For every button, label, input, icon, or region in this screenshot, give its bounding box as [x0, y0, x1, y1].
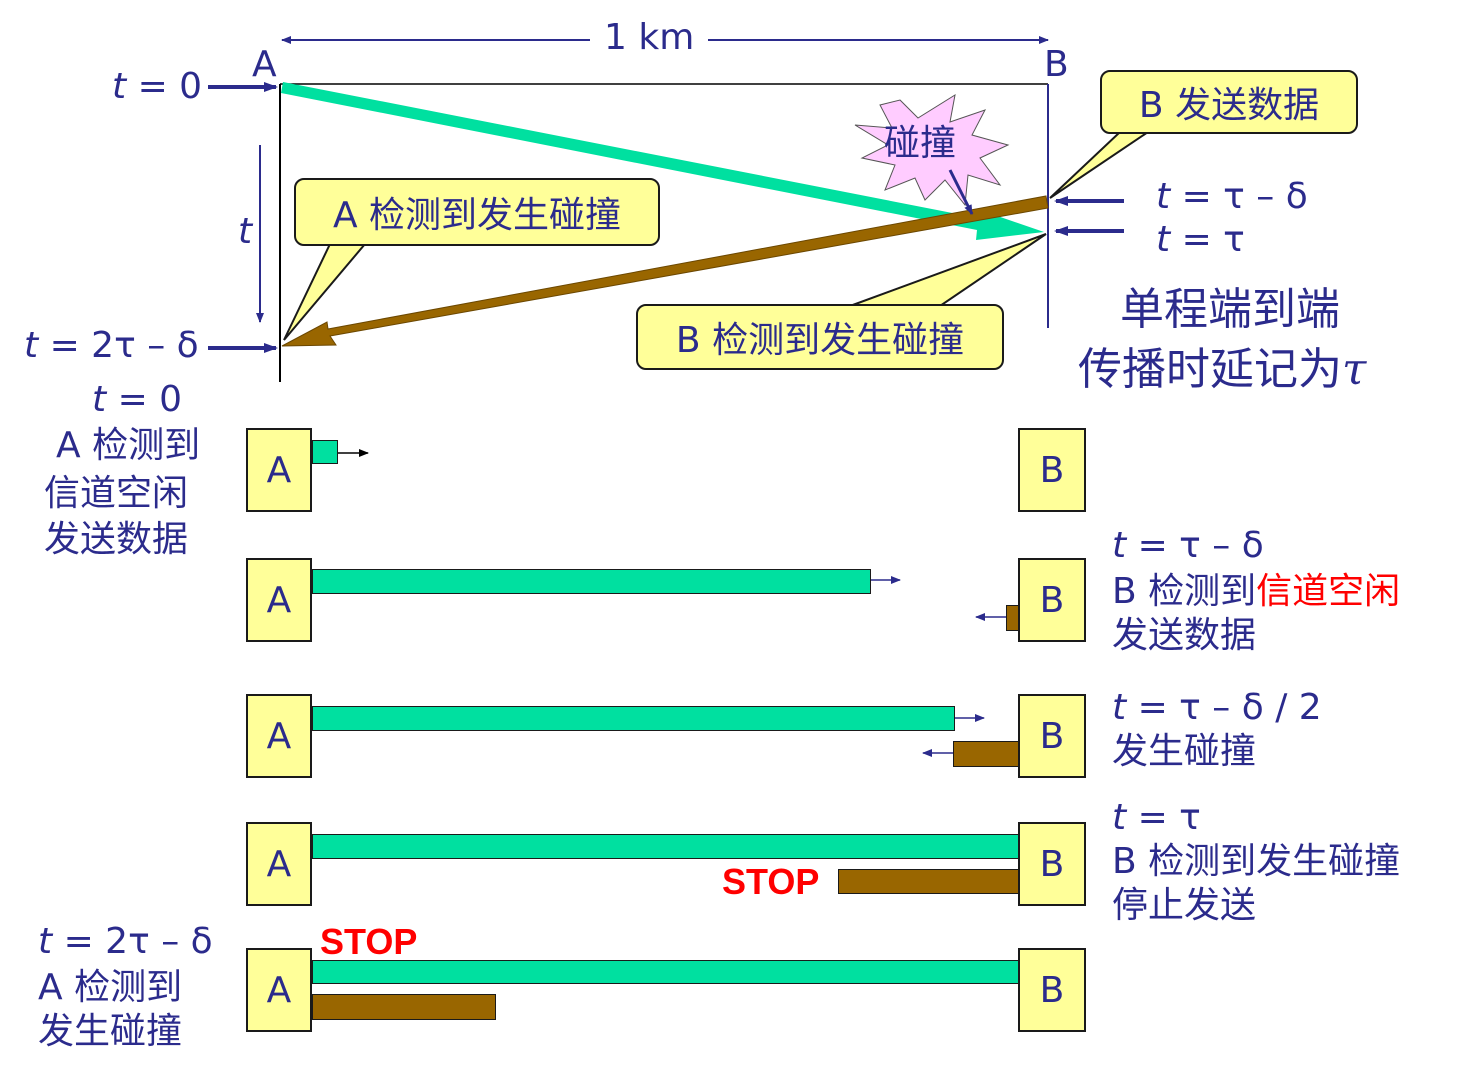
stage2-time-var: t [1112, 525, 1127, 566]
stage5-time-var: t [38, 921, 53, 962]
note-line1: 单程端到端 [1120, 284, 1340, 335]
callout-b-detect-tail [849, 233, 1047, 307]
note-line2: 传播时延记为τ [1078, 344, 1366, 397]
tr1-label: t = τ – δ [1156, 175, 1308, 218]
callout-b-send: B 发送数据 [1100, 70, 1358, 134]
stage1-desc-line3: 发送数据 [44, 519, 189, 560]
stage5-time-rest: = 2τ – δ [52, 921, 213, 962]
stage3-time: t = τ – δ / 2 [1112, 686, 1322, 729]
stage5-signal-a [312, 960, 1020, 984]
stage2-signal-a [312, 569, 871, 594]
stage4-time: t = τ [1112, 796, 1201, 839]
note-line2-tau: τ [1342, 344, 1367, 395]
stage3-time-rest: = τ – δ / 2 [1126, 687, 1322, 728]
t0-rest: = 0 [126, 66, 203, 107]
stage2-station-b: B [1018, 558, 1086, 642]
stage3-signal-a [312, 706, 955, 731]
stage2-desc-red: 信道空闲 [1256, 571, 1401, 612]
collision-pointer [948, 169, 974, 215]
tr1-rest: = τ – δ [1170, 176, 1308, 217]
note-line2-prefix: 传播时延记为 [1078, 344, 1342, 395]
stage2-desc-line3: 发送数据 [1112, 615, 1257, 656]
stage1-time-rest: = 0 [106, 379, 183, 420]
stage4-time-var: t [1112, 797, 1127, 838]
stage5-signal-b [312, 994, 496, 1020]
stage3-station-b: B [1018, 694, 1086, 778]
stage5-station-b: B [1018, 948, 1086, 1032]
node-a-label: A [252, 44, 277, 85]
t2-var: t [24, 325, 39, 366]
stage2-desc-line2: B 检测到信道空闲 [1112, 570, 1400, 613]
signal-a-to-b [281, 82, 1044, 240]
tr2-var: t [1156, 219, 1171, 260]
stage1-time: t = 0 [92, 378, 182, 421]
stage1-signal-a [312, 440, 338, 464]
stage1-time-var: t [92, 379, 107, 420]
signal-b-to-a [281, 195, 1049, 347]
stage4-desc-line2: B 检测到发生碰撞 [1112, 841, 1401, 882]
stage2-time-rest: = τ – δ [1126, 525, 1264, 566]
time-axis-label: t [238, 211, 253, 252]
stage2-desc-prefix: B 检测到 [1112, 571, 1257, 612]
stage5-stop-label: STOP [320, 921, 418, 962]
stage5-station-a: A [246, 948, 312, 1032]
tr2-label: t = τ [1156, 218, 1245, 261]
stage1-desc-line2: 信道空闲 [44, 473, 189, 514]
stage2-station-a: A [246, 558, 312, 642]
stage4-signal-a [312, 834, 1020, 859]
distance-label: 1 km [604, 17, 695, 58]
stage3-station-a: A [246, 694, 312, 778]
tr2-rest: = τ [1170, 219, 1245, 260]
node-b-label: B [1044, 44, 1069, 85]
t0-var: t [112, 66, 127, 107]
stage4-desc-line3: 停止发送 [1112, 885, 1257, 926]
stage3-desc-line2: 发生碰撞 [1112, 731, 1257, 772]
collision-burst [854, 93, 1010, 207]
stage3-signal-b [953, 741, 1020, 767]
stage4-signal-b [838, 869, 1020, 894]
callout-b-detect: B 检测到发生碰撞 [636, 304, 1004, 370]
stage1-desc-line1: A 检测到 [56, 425, 201, 466]
stage4-stop-label: STOP [722, 861, 820, 902]
stage2-time: t = τ – δ [1112, 524, 1264, 567]
stage5-desc-line2: 发生碰撞 [38, 1011, 183, 1052]
stage1-station-b: B [1018, 428, 1086, 512]
callout-a-detect: A 检测到发生碰撞 [294, 178, 660, 246]
tr1-var: t [1156, 176, 1171, 217]
collision-label: 碰撞 [884, 123, 957, 164]
stage4-time-rest: = τ [1126, 797, 1201, 838]
callout-b-send-tail [1049, 131, 1152, 199]
stage4-station-a: A [246, 822, 312, 906]
t0-label: t = 0 [112, 65, 202, 108]
stage5-time: t = 2τ – δ [38, 920, 213, 963]
stage1-station-a: A [246, 428, 312, 512]
stage5-desc-line1: A 检测到 [38, 967, 183, 1008]
t2-rest: = 2τ – δ [38, 325, 199, 366]
t2-label: t = 2τ – δ [24, 324, 199, 367]
stage4-station-b: B [1018, 822, 1086, 906]
stage3-time-var: t [1112, 687, 1127, 728]
